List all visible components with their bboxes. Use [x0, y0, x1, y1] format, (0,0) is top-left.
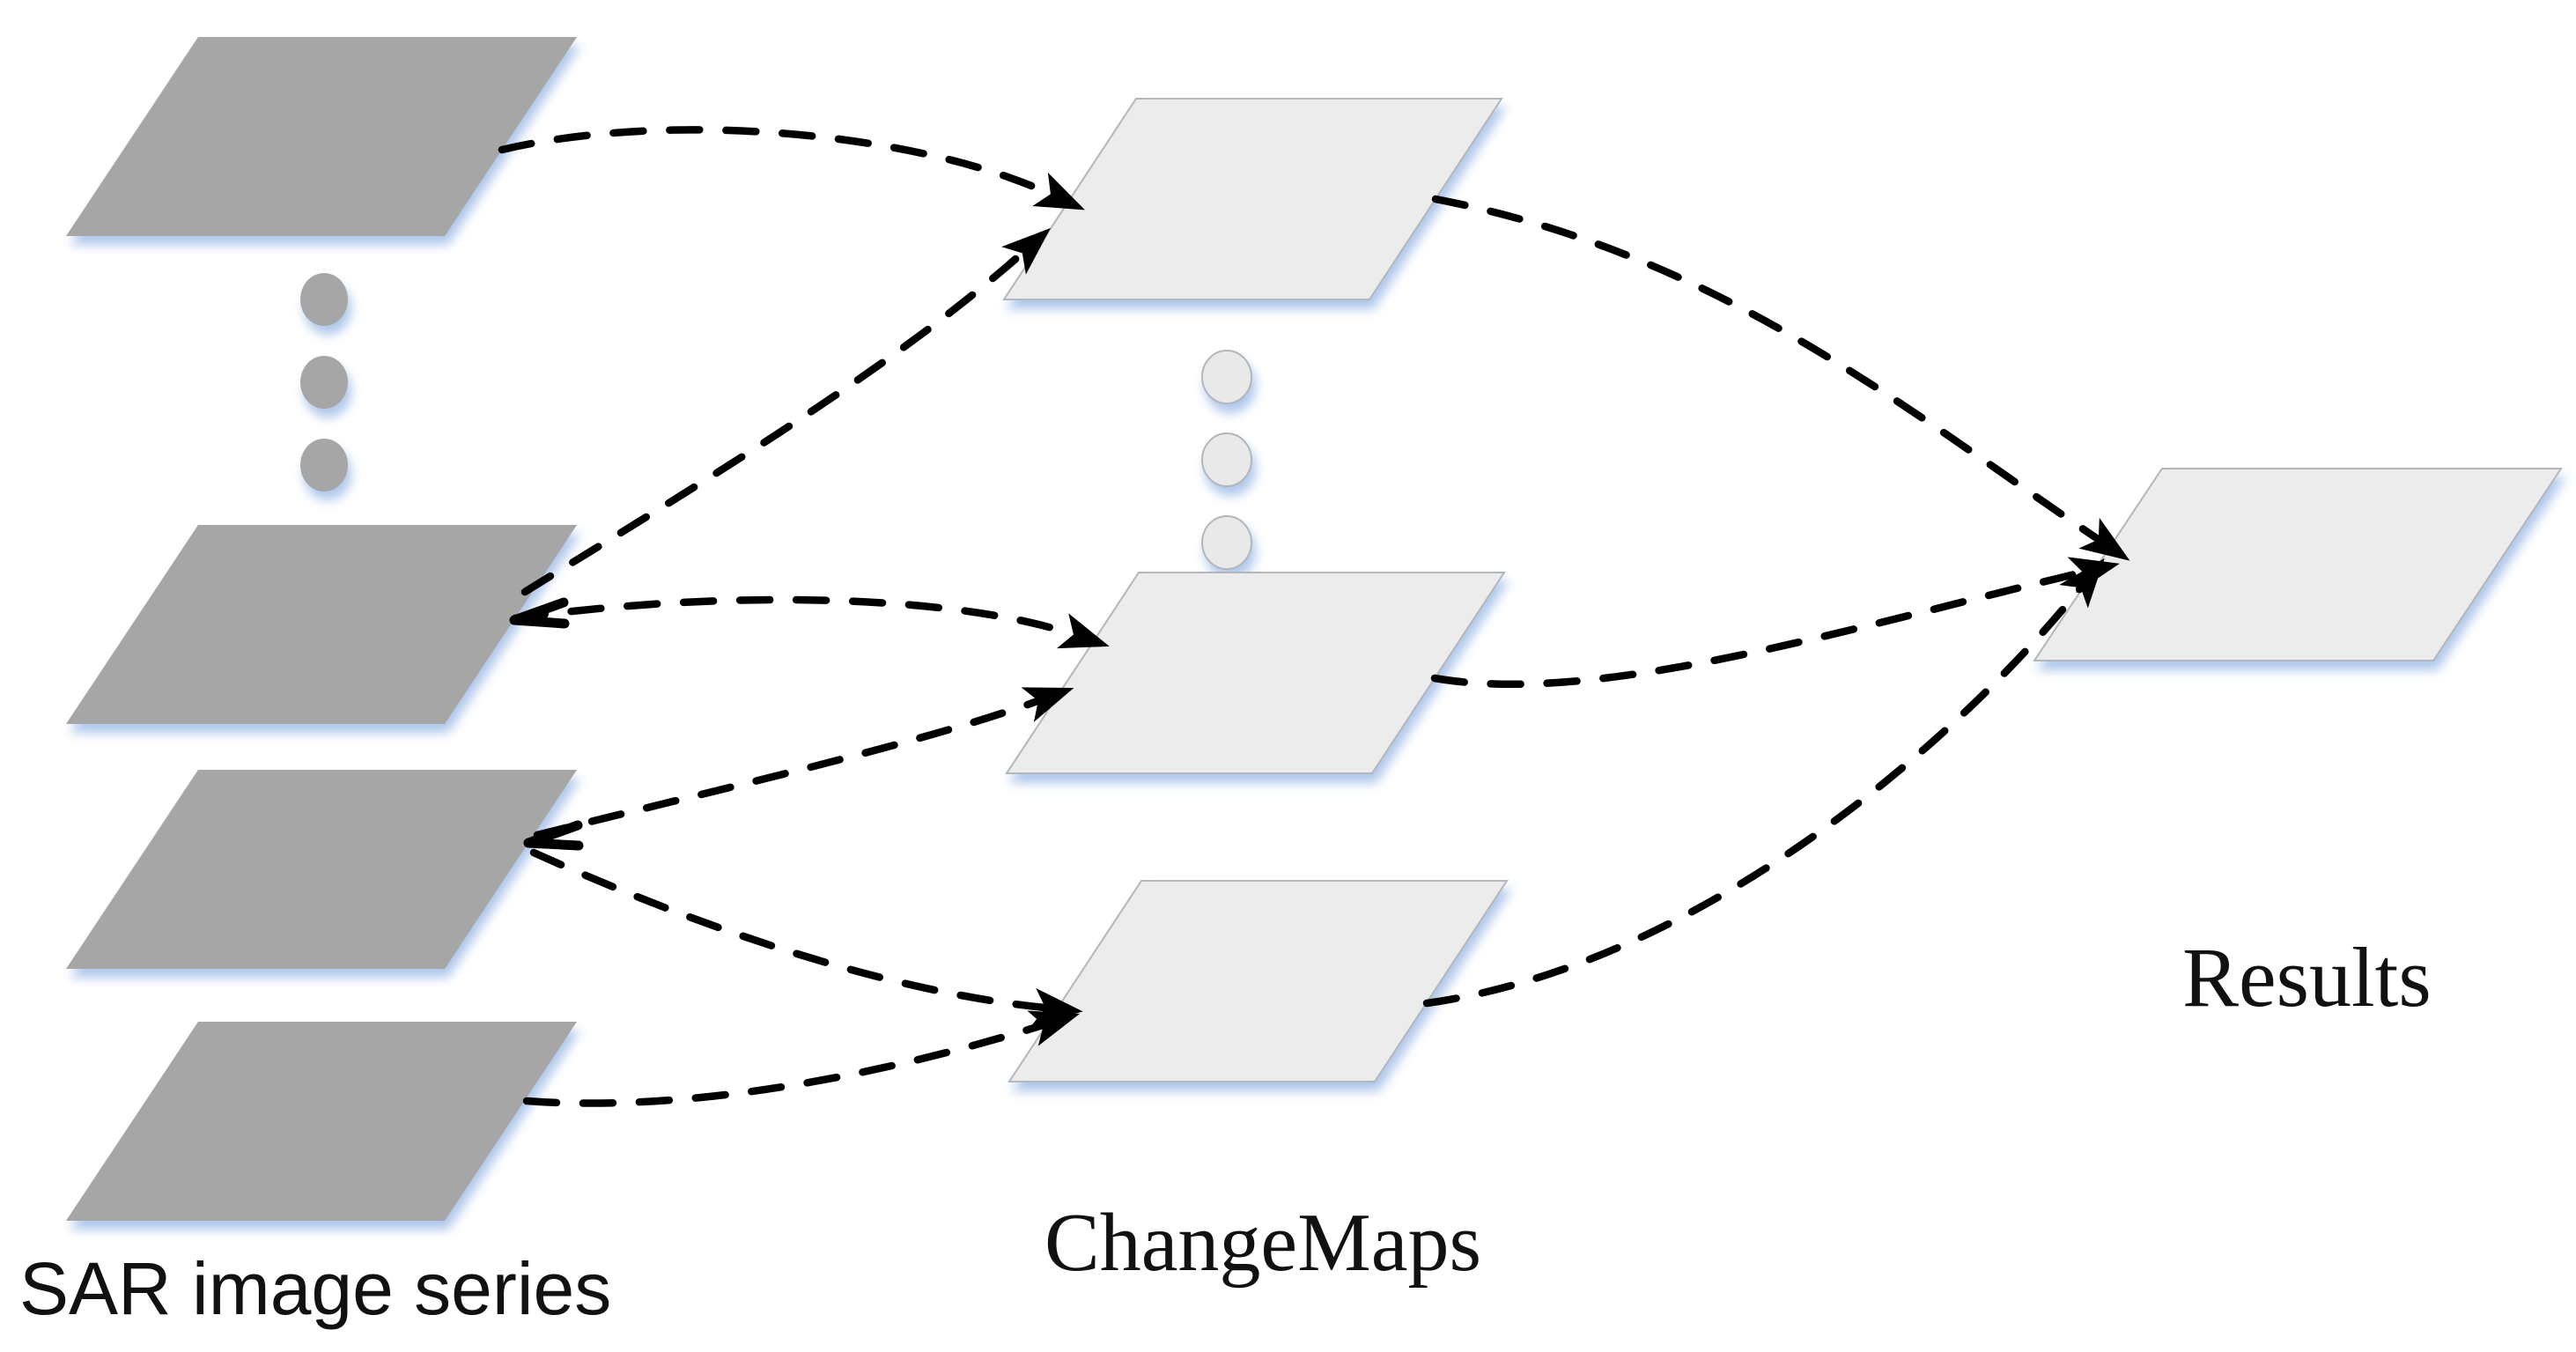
sar-image-stack: [66, 37, 577, 1221]
ellipsis-dot: [1201, 350, 1252, 404]
sar-image-3: [66, 770, 577, 969]
sar-image-4: [66, 1022, 577, 1221]
changemap-ellipsis-dots: [1201, 350, 1252, 570]
ellipsis-dot: [1201, 432, 1252, 487]
arrow-sar2-to-changemap2: [511, 595, 1110, 649]
ellipsis-dot: [300, 273, 348, 326]
sar-image-1: [66, 37, 577, 236]
open-arrowhead-icon: [523, 820, 584, 851]
arrow-changemap3-to-results: [1422, 558, 2105, 1008]
label-changemaps: ChangeMaps: [1044, 1197, 1481, 1289]
arrow-sar3-to-changemap2: [533, 687, 1074, 839]
changemap-1: [1002, 98, 1503, 300]
arrow-sar4-to-changemap3: [522, 1010, 1081, 1107]
label-sar-image-series: SAR image series: [19, 1247, 611, 1330]
ellipsis-dot: [300, 356, 348, 409]
sar-ellipsis-dots: [300, 273, 348, 491]
sar-image-2: [66, 525, 577, 724]
ellipsis-dot: [1201, 515, 1252, 570]
arrow-sar3-to-changemap3: [529, 848, 1083, 1025]
ellipsis-dot: [300, 439, 348, 491]
arrow-changemap2-to-results: [1430, 557, 2120, 689]
changemap-stack: [1002, 98, 1509, 1082]
arrow-sar1-to-changemap1: [498, 126, 1085, 211]
changemap-2: [1005, 572, 1506, 774]
results-node: [2033, 468, 2563, 661]
label-results: Results: [2182, 930, 2432, 1024]
open-arrowhead-icon: [509, 597, 570, 629]
arrow-changemap1-to-results: [1431, 195, 2130, 561]
arrow-sar2-to-changemap1: [520, 227, 1051, 596]
changemap-3: [1008, 880, 1509, 1082]
